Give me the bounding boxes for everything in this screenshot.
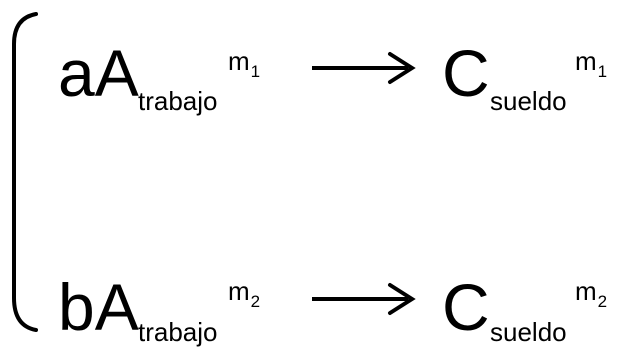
product-subscript: sueldo xyxy=(490,317,567,347)
reactant-symbol: A xyxy=(94,36,139,110)
reactant-order: m2 xyxy=(228,276,261,311)
right-arrow-icon xyxy=(312,52,416,84)
product-symbol: C xyxy=(442,270,490,344)
coefficient: a xyxy=(58,36,95,110)
product-symbol: C xyxy=(442,36,490,110)
order-symbol: m xyxy=(575,276,597,306)
left-brace-icon xyxy=(12,12,38,332)
product-order: m2 xyxy=(575,276,608,311)
right-arrow-icon xyxy=(312,283,416,315)
order-index: 1 xyxy=(250,62,261,81)
order-index: 2 xyxy=(250,292,261,311)
equation-row-1: aA trabajo m1 C sueldo m1 xyxy=(0,0,620,120)
reactant-symbol: A xyxy=(94,270,139,344)
order-symbol: m xyxy=(575,46,597,76)
reactant-subscript: trabajo xyxy=(138,86,218,116)
reactant-subscript: trabajo xyxy=(138,317,218,347)
product-order: m1 xyxy=(575,46,608,81)
order-symbol: m xyxy=(228,46,250,76)
order-symbol: m xyxy=(228,276,250,306)
reactant-term: aA xyxy=(58,40,139,106)
reactant-order: m1 xyxy=(228,46,261,81)
order-index: 2 xyxy=(597,292,608,311)
order-index: 1 xyxy=(597,62,608,81)
coefficient: b xyxy=(58,270,95,344)
product-subscript: sueldo xyxy=(490,86,567,116)
reactant-term: bA xyxy=(58,274,139,340)
equation-row-2: bA trabajo m2 C sueldo m2 xyxy=(0,230,620,350)
